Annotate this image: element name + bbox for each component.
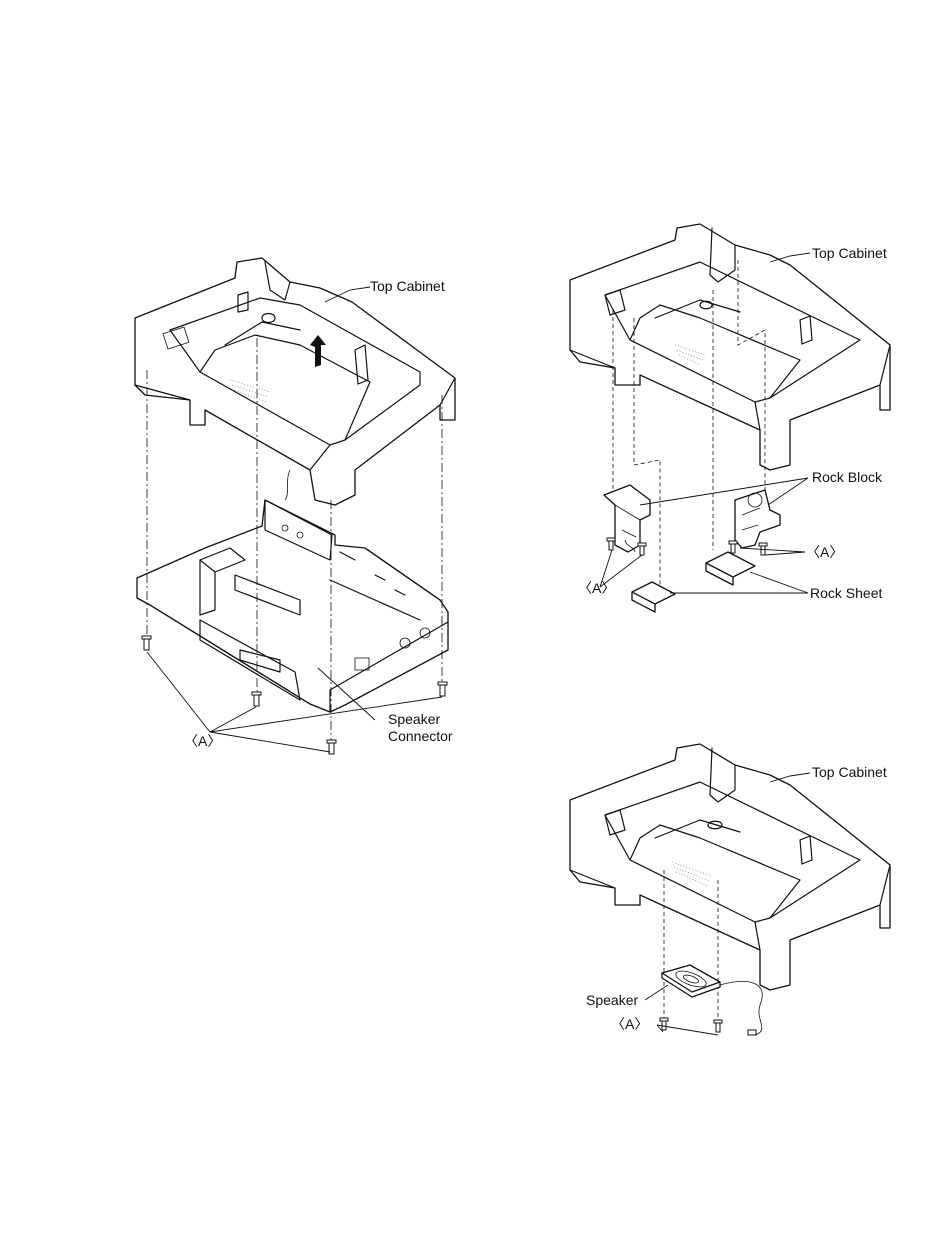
speaker-connector-label-line2: Connector: [388, 728, 453, 744]
left-top-cabinet: [135, 258, 455, 505]
rock-block-screw-label-left: 〈A〉: [578, 580, 615, 596]
right-bottom-screw-label: 〈A〉: [611, 1016, 648, 1032]
rock-sheet-leaders: [670, 572, 808, 593]
rock-sheet-left: [632, 582, 675, 612]
speaker-label: Speaker: [586, 992, 638, 1008]
right-bottom-cabinet: [570, 744, 890, 990]
rock-block-label: Rock Block: [812, 469, 883, 485]
rock-block-right: [735, 490, 780, 548]
rock-block-screw-label-right: 〈A〉: [806, 544, 843, 560]
left-figure: Top Cabinet Speaker Connector 〈A〉: [135, 258, 455, 754]
right-screw-leaders-a: [740, 548, 805, 555]
speaker-unit: [662, 965, 762, 1035]
screw-icon: [438, 682, 447, 696]
screw-icon: [638, 543, 646, 555]
right-bottom-top-cabinet-label: Top Cabinet: [812, 764, 887, 780]
speaker-connector-label-line1: Speaker: [388, 711, 440, 727]
right-top-cabinet-label: Top Cabinet: [812, 245, 887, 261]
screw-icon: [729, 541, 737, 553]
right-top-figure: Top Cabinet Rock Block 〈A〉 〈A〉 Rock Shee…: [570, 224, 890, 612]
left-main-chassis: [137, 470, 448, 712]
screw-icon: [252, 692, 261, 706]
right-bottom-figure: Top Cabinet Speaker 〈A〉: [570, 744, 890, 1035]
rock-sheet-label: Rock Sheet: [810, 585, 882, 601]
left-top-cabinet-label: Top Cabinet: [370, 278, 445, 294]
left-screw-label: 〈A〉: [184, 733, 221, 749]
rock-block-leaders: [640, 478, 808, 505]
connector-plug-icon: [748, 1030, 756, 1035]
screw-icon: [607, 538, 615, 550]
screw-icon: [660, 1018, 668, 1030]
screw-icon: [714, 1020, 722, 1032]
speaker-leader: [645, 985, 668, 1000]
rock-sheet-right: [706, 552, 755, 585]
screw-icon: [142, 636, 151, 650]
